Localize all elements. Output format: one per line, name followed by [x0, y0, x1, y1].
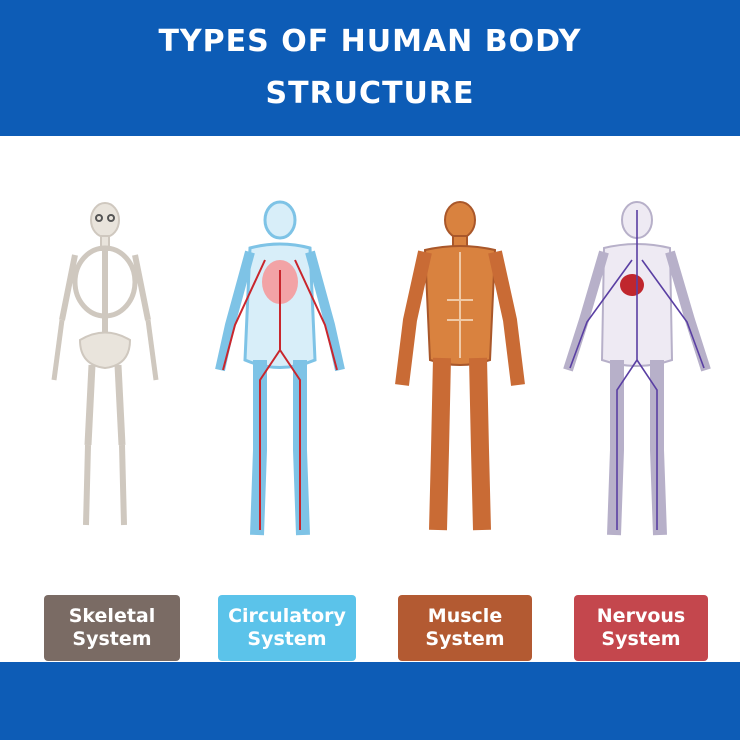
page-title-line-2: STRUCTURE	[265, 76, 475, 111]
muscle-figure-icon	[385, 190, 535, 550]
nervous-figure-icon	[562, 190, 712, 550]
muscle-label-line-1: Muscle	[427, 605, 503, 627]
footer-banner	[0, 662, 740, 740]
skeletal-label-line-1: Skeletal	[68, 605, 156, 627]
header-banner: TYPES OF HUMAN BODY STRUCTURE	[0, 0, 740, 136]
nervous-label-line-1: Nervous	[596, 605, 686, 627]
muscle-label-line-2: System	[425, 628, 505, 650]
circulatory-label-line-2: System	[247, 628, 327, 650]
circulatory-figure-icon	[205, 190, 355, 550]
skeleton-figure-icon	[30, 190, 180, 550]
skeletal-label-line-2: System	[72, 628, 152, 650]
nervous-label-line-2: System	[601, 628, 681, 650]
circulatory-label-line-1: Circulatory	[228, 605, 346, 627]
page-title-line-1: TYPES OF HUMAN BODY	[158, 24, 582, 59]
